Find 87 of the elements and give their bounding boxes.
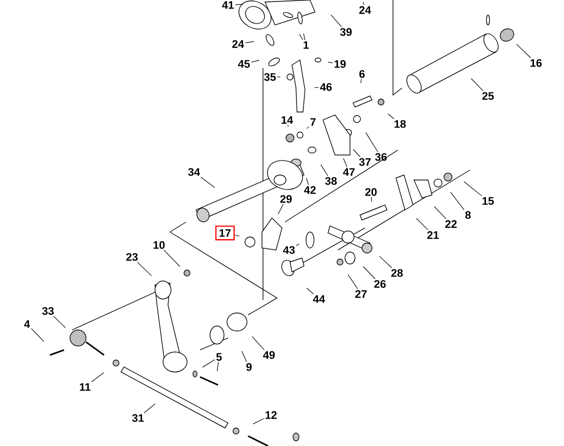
leader-line	[144, 403, 156, 414]
leader-line	[306, 178, 309, 186]
callout-number: 18	[394, 120, 406, 128]
callout-number: 49	[263, 351, 275, 359]
callout-number: 1	[304, 41, 309, 49]
callout-number: 34	[188, 168, 200, 176]
leader-line	[352, 149, 360, 158]
callout-number: 8	[465, 211, 471, 219]
leader-line	[303, 33, 306, 40]
callout-number: 41	[222, 1, 234, 9]
leader-line	[91, 372, 104, 382]
leader-line	[388, 114, 394, 120]
leader-line	[516, 44, 532, 58]
leader-line	[362, 2, 364, 6]
callout-number: 17	[215, 226, 235, 240]
leader-line	[348, 274, 358, 290]
callout-number: 45	[238, 60, 250, 68]
callout-number: 27	[355, 290, 367, 298]
leader-line	[278, 204, 284, 214]
callout-number: 37	[359, 158, 371, 166]
callout-number: 39	[340, 28, 352, 36]
leader-line	[252, 336, 265, 350]
callout-number: 14	[282, 116, 294, 124]
callout-number: 15	[482, 197, 494, 205]
leader-line	[53, 316, 66, 328]
callout-number: 7	[310, 118, 316, 126]
leader-line	[379, 256, 392, 268]
leader-line	[320, 164, 328, 176]
leader-line	[306, 126, 310, 129]
callout-number: 44	[313, 295, 326, 303]
callout-number: 24	[232, 40, 244, 48]
callout-number: 23	[126, 253, 138, 261]
callout-number: 25	[482, 92, 494, 100]
leader-line	[241, 350, 247, 362]
leader-line	[200, 176, 216, 188]
leader-line	[299, 34, 304, 40]
leader-line	[314, 87, 319, 88]
leader-line	[216, 362, 219, 372]
callout-number: 22	[445, 220, 457, 228]
callout-number: 33	[42, 307, 54, 315]
callout-number: 29	[280, 195, 292, 203]
leader-line	[251, 60, 260, 62]
leader-line	[330, 14, 342, 28]
leader-line	[343, 158, 348, 168]
leader-line	[366, 132, 378, 152]
callout-number: 43	[283, 246, 295, 254]
callout-number: 12	[266, 411, 277, 419]
callout-number: 6	[359, 70, 365, 78]
leader-line	[360, 78, 362, 84]
callout-number: 28	[391, 269, 403, 277]
callout-number: 10	[154, 241, 165, 249]
callout-number: 20	[365, 188, 377, 196]
callout-number: 38	[325, 177, 337, 185]
callout-number: 42	[304, 186, 316, 194]
leader-line	[252, 418, 264, 424]
leader-line	[416, 218, 428, 230]
leader-line	[450, 192, 464, 210]
callout-number: 26	[374, 280, 386, 288]
leader-line	[371, 196, 372, 202]
leader-line	[296, 244, 300, 246]
callout-number: 21	[427, 231, 439, 239]
callout-number: 5	[216, 353, 222, 361]
callout-number: 16	[530, 59, 542, 67]
callout-number: 31	[132, 414, 144, 422]
leader-line	[464, 181, 482, 196]
leader-line	[30, 328, 44, 342]
leader-line	[202, 359, 216, 368]
leader-line	[235, 4, 244, 5]
leader-line	[137, 262, 152, 276]
leader-line	[277, 76, 280, 78]
leader-line	[164, 250, 180, 267]
callout-number: 36	[375, 153, 387, 161]
callout-number: 46	[320, 83, 332, 91]
leader-line	[470, 78, 484, 92]
callout-number: 47	[343, 168, 355, 176]
leader-line	[306, 288, 314, 294]
callout-number: 35	[264, 73, 276, 81]
leader-line	[234, 234, 240, 236]
callout-number: 24	[359, 6, 372, 14]
callout-number: 9	[246, 363, 252, 371]
leader-line	[245, 41, 254, 44]
callout-number: 4	[24, 320, 30, 328]
callout-number: 11	[80, 383, 90, 391]
callout-number: 19	[334, 60, 346, 68]
leader-line	[434, 206, 446, 220]
leader-line	[328, 62, 333, 64]
leader-line	[362, 266, 376, 280]
